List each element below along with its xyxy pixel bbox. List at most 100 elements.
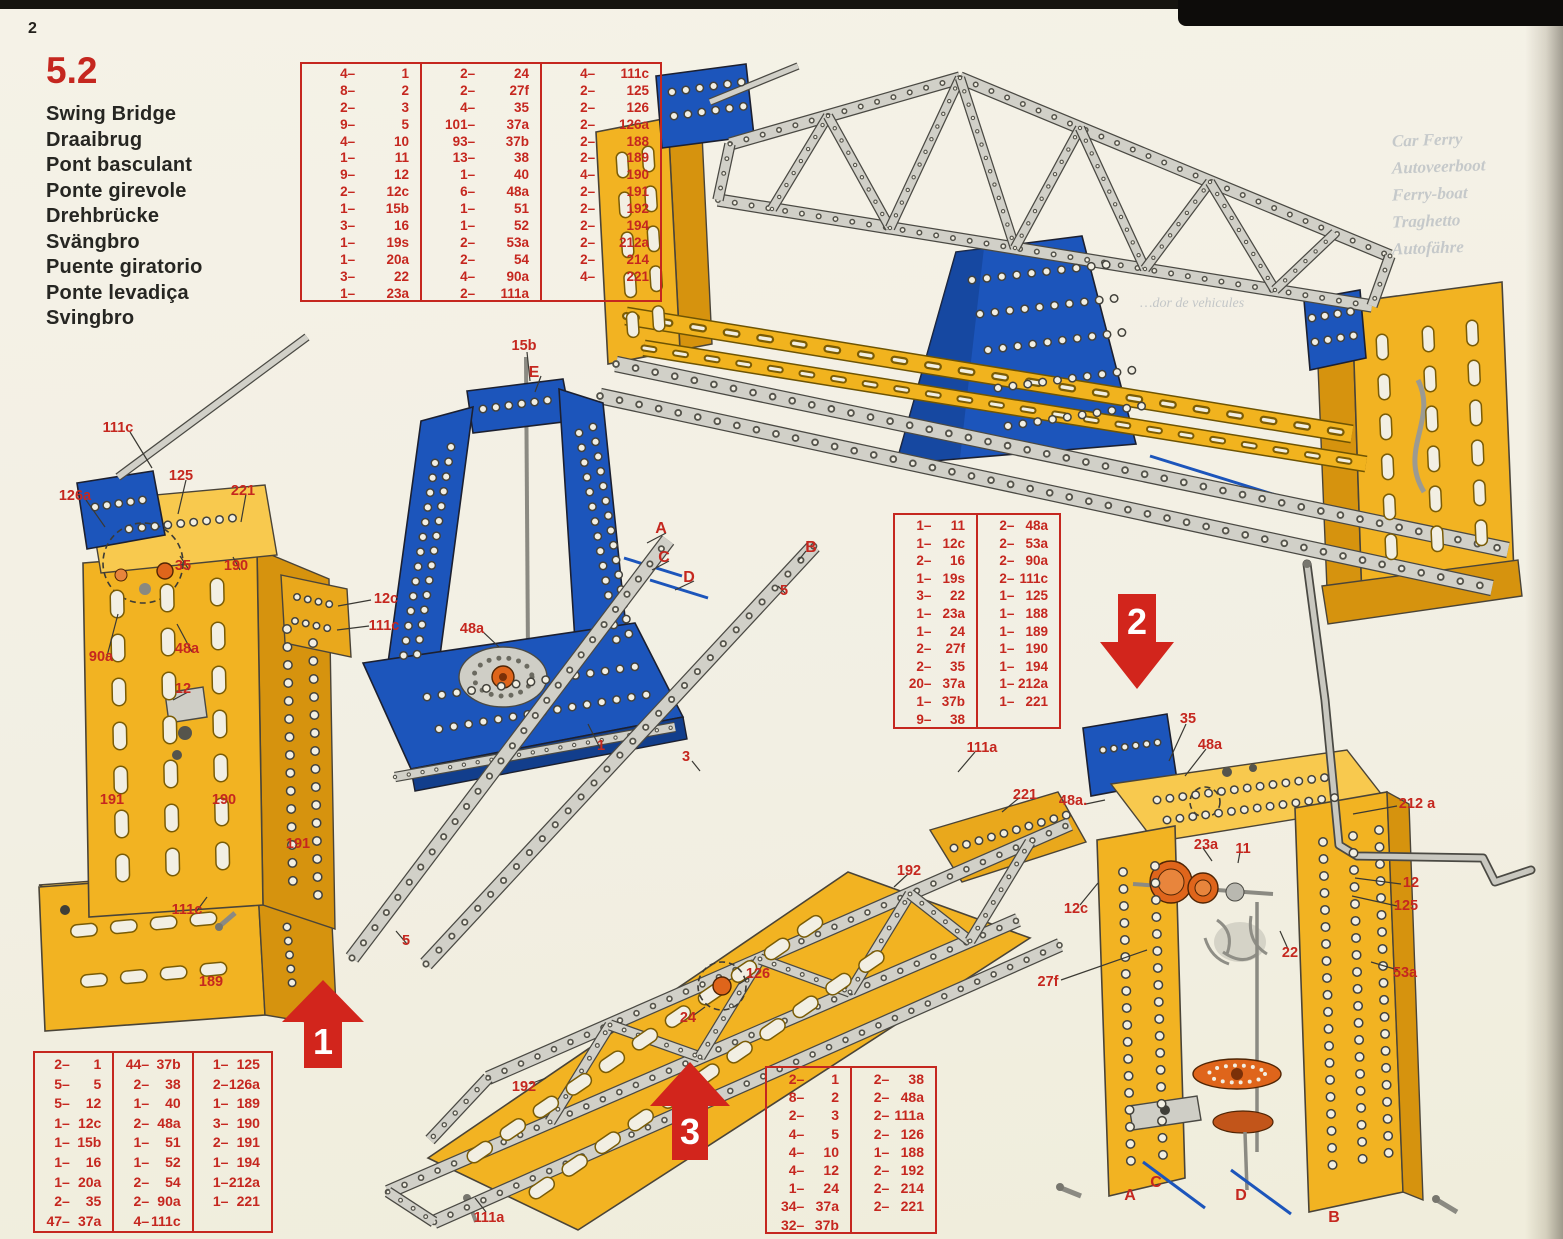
parts-row: 1–11 — [895, 517, 976, 535]
parts-row: 44–37b — [114, 1055, 191, 1075]
crank-mechanism — [1056, 860, 1459, 1216]
part-qty: 2– — [788, 1071, 805, 1087]
point-label: C — [1150, 1174, 1162, 1191]
part-number: 23a — [386, 285, 409, 301]
part-label: 221 — [1012, 787, 1038, 803]
part-qty: 20– — [908, 676, 932, 692]
part-number: 90a — [1025, 553, 1048, 569]
part-qty: 2– — [212, 1075, 229, 1092]
parts-row: 4–90a — [422, 269, 540, 286]
part-qty: 1– — [340, 251, 356, 267]
part-label: 126 — [745, 966, 771, 982]
parts-row: 13–38 — [422, 150, 540, 167]
part-number: 111c — [151, 1212, 181, 1229]
part-label: 111a — [966, 740, 998, 756]
parts-row: 1–189 — [194, 1094, 271, 1114]
part-number: 126 — [626, 99, 649, 115]
part-number: 24 — [949, 623, 965, 639]
figure-approach-girders — [345, 535, 820, 970]
part-qty: 1– — [916, 535, 932, 551]
part-number: 90a — [506, 268, 529, 284]
model-title: Ponte girevole — [46, 179, 187, 202]
part-qty: 2– — [580, 133, 596, 149]
part-qty: 1– — [460, 218, 476, 234]
parts-row: 3–22 — [895, 587, 976, 605]
part-label: 35 — [1179, 711, 1197, 727]
parts-row: 3–190 — [194, 1114, 271, 1134]
part-number: 221 — [626, 268, 649, 284]
model-title: Puente giratorio — [46, 256, 203, 278]
part-number: 38 — [908, 1071, 924, 1087]
part-qty: 2– — [580, 99, 596, 115]
parts-row: 2–214 — [852, 1179, 935, 1197]
part-number: 192 — [900, 1161, 924, 1178]
parts-row: 1–12c — [895, 535, 976, 553]
parts-row: 4–111c — [542, 66, 660, 83]
model-title: Drehbrücke — [46, 205, 160, 227]
part-label: 12 — [1402, 875, 1420, 891]
parts-row: 1–52 — [114, 1153, 191, 1173]
part-qty: 2– — [212, 1134, 229, 1151]
parts-row: 34–37a — [767, 1197, 850, 1215]
part-number: 189 — [626, 150, 649, 166]
parts-row: 2–1 — [767, 1070, 850, 1088]
part-number: 212a — [618, 234, 649, 250]
parts-row: 5–5 — [35, 1075, 112, 1095]
part-qty: 2– — [999, 518, 1015, 533]
parts-row: 2–221 — [852, 1197, 935, 1215]
part-number: 38 — [165, 1075, 181, 1092]
part-number: 35 — [85, 1193, 102, 1210]
part-number: 52 — [165, 1153, 181, 1170]
part-number: 37b — [505, 133, 529, 149]
part-qty: 2– — [580, 251, 596, 267]
parts-row: 6–48a — [422, 184, 540, 201]
part-number: 20a — [77, 1173, 102, 1190]
parts-row: 2–54 — [422, 252, 540, 269]
part-number: 48a — [1025, 518, 1048, 533]
parts-row: 101–37a — [422, 117, 540, 134]
part-qty: 1– — [340, 234, 356, 250]
part-number: 192 — [626, 201, 649, 217]
part-number: 12c — [77, 1114, 102, 1131]
part-number: 190 — [626, 167, 649, 183]
section-number: 5.2 — [46, 50, 98, 91]
part-number: 126a — [228, 1075, 260, 1092]
part-number: 189 — [236, 1095, 260, 1112]
point-label: A — [655, 520, 667, 537]
part-label: 48a. — [1058, 793, 1088, 809]
parts-row: 2–38 — [114, 1075, 191, 1095]
part-qty: 4– — [460, 99, 476, 115]
parts-row: 2– 48a — [978, 517, 1059, 535]
point-label: C — [658, 549, 670, 566]
part-number: 19s — [386, 234, 409, 250]
parts-row: 1–188 — [852, 1143, 935, 1161]
part-number: 37b — [814, 1216, 839, 1233]
part-qty: 1– — [133, 1095, 150, 1112]
parts-row: 1–51 — [114, 1133, 191, 1153]
part-number: 111a — [894, 1107, 924, 1124]
part-label: 111c — [171, 902, 203, 918]
part-qty: 4– — [788, 1143, 805, 1160]
part-label: 192 — [511, 1079, 537, 1095]
part-number: 12c — [386, 184, 409, 200]
part-qty: 1– — [916, 623, 932, 639]
part-number: 37a — [506, 116, 529, 132]
part-number: 189 — [1025, 623, 1048, 639]
part-number: 37a — [815, 1198, 839, 1215]
parts-row: 1–194 — [978, 658, 1059, 676]
parts-row: 2–126a — [542, 117, 660, 134]
part-number: 54 — [513, 251, 529, 267]
facing-page-bleed-fragment: …dor de vehicules — [1140, 296, 1245, 311]
part-number: 125 — [626, 82, 649, 98]
parts-row: 2–212a — [542, 235, 660, 252]
part-qty: 13– — [452, 150, 476, 166]
parts-row: 9–12 — [302, 167, 420, 184]
parts-row: 20–37a — [895, 675, 976, 693]
parts-row: 1–125 — [978, 587, 1059, 605]
parts-row: 4–12 — [767, 1161, 850, 1179]
part-number: 16 — [85, 1153, 102, 1170]
part-label: 111c — [368, 618, 400, 634]
part-number: 188 — [1025, 605, 1048, 621]
